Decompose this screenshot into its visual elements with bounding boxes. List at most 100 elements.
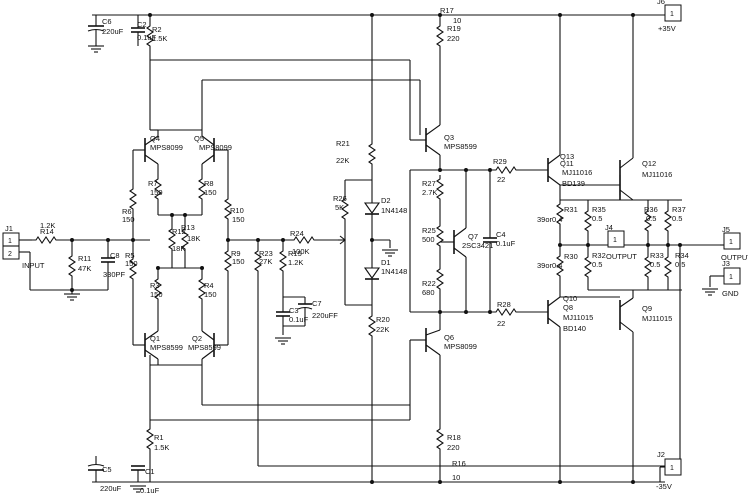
r13-ref: R13 — [181, 223, 195, 232]
q5-ref: Q5 — [194, 134, 204, 143]
j3-ref: J3 — [722, 259, 730, 268]
transistor-q3: Q3 MPS8599 — [409, 60, 477, 170]
r22-ref: R22 — [422, 279, 436, 288]
connector-j5: 1 J5 OUTPUT — [720, 225, 748, 262]
r30-ref: R30 — [564, 252, 578, 261]
q12-value: MJ11016 — [642, 170, 672, 179]
junctions — [70, 13, 682, 484]
transistor-q12: Q12 MJ11016 — [560, 15, 672, 201]
r14-ref: R14 — [40, 227, 54, 236]
r21-ref: R21 — [336, 139, 350, 148]
r19-ref: R19 — [447, 24, 461, 33]
transistor-q1: Q1 MPS8599 — [132, 325, 183, 365]
r31-value: 39or0.4 — [537, 215, 562, 224]
r26-ref: R26 — [333, 194, 347, 203]
r14-value: 1.2K — [40, 221, 55, 230]
j5-ref: J5 — [722, 225, 730, 234]
c5-value: 220uF — [100, 484, 122, 493]
r20-value: 22K — [376, 325, 389, 334]
r4-ref: R4 — [204, 281, 214, 290]
q10-value: BD140 — [563, 324, 586, 333]
r33-ref: R33 — [650, 251, 664, 260]
capacitor-c5: C5 220uF — [87, 456, 122, 493]
r12-value: 18K — [172, 244, 185, 253]
r1-value: 1.5K — [154, 443, 169, 452]
transistor-q10: Q10 Q8 MJ11015 BD140 — [547, 282, 593, 482]
r9-ref: R9 — [231, 249, 241, 258]
r5-ref: R5 — [125, 251, 135, 260]
r28-value: 22 — [497, 319, 505, 328]
diode-d2: D2 1N4148 — [363, 180, 407, 240]
r24-ref: R24 — [290, 229, 304, 238]
j3-pin: 1 — [729, 274, 733, 281]
transistor-q13: Q13 Q11 MJ11016 BD139 — [547, 15, 592, 200]
d2-ref: D2 — [381, 196, 391, 205]
resistor-r7: R7 150 — [148, 174, 163, 215]
r5-value: 150 — [125, 259, 138, 268]
c1-value: 0.1uF — [140, 486, 160, 495]
resistor-r28: R28 22 — [491, 300, 548, 328]
r17-ref: R17 — [440, 6, 454, 15]
resistor-r33: R33 0.5 — [644, 245, 664, 290]
r36-value: 0.5 — [646, 214, 656, 223]
r27-value: 2.7K — [422, 188, 437, 197]
q6-ref: Q6 — [444, 333, 454, 342]
resistor-r5: R5 150 — [125, 240, 138, 325]
q2-value: MPS8599 — [188, 343, 221, 352]
resistor-r16: R16 10 — [452, 459, 466, 482]
r23-value: 27K — [259, 257, 272, 266]
resistor-r21: R21 22K — [336, 15, 376, 180]
d2-value: 1N4148 — [381, 206, 407, 215]
diode-d1: D1 1N4148 — [363, 240, 407, 305]
c8-value: 330PF — [103, 270, 126, 279]
c2-value: 0.1uF — [137, 33, 157, 42]
capacitor-c7: C7 220uFF — [283, 296, 338, 326]
resistor-r25: R25 500 — [422, 221, 454, 265]
j6-label: +35V — [658, 24, 676, 33]
r37-value: 0.5 — [672, 214, 682, 223]
r3-value: 150 — [150, 290, 163, 299]
r18-ref: R18 — [447, 433, 461, 442]
resistor-r19: R19 220 — [436, 21, 461, 125]
j4-pin: 1 — [613, 237, 617, 244]
q3-ref: Q3 — [444, 133, 454, 142]
connector-j2: 1 J2 -35V — [656, 450, 682, 491]
resistor-r36: R36 0.5 — [644, 200, 658, 245]
resistor-r29: R29 22 — [491, 157, 548, 184]
r26-value: 5K — [335, 203, 344, 212]
q6-value: MPS8099 — [444, 342, 477, 351]
d1-ref: D1 — [381, 258, 391, 267]
q1-value: MPS8599 — [150, 343, 183, 352]
resistor-r10: R10 150 — [224, 150, 245, 240]
r28-ref: R28 — [497, 300, 511, 309]
q8-value: MJ11015 — [563, 313, 593, 322]
r3-ref: R3 — [150, 281, 160, 290]
r29-ref: R29 — [493, 157, 507, 166]
resistor-r13: R13 18K — [181, 215, 200, 268]
c4-ref: C4 — [496, 230, 506, 239]
q10-ref: Q10 — [563, 294, 577, 303]
transistor-q4: Q4 MPS8099 — [133, 130, 183, 175]
resistor-r27: R27 2.7K — [422, 174, 444, 222]
capacitor-c8: C8 330PF — [101, 240, 126, 290]
r20-ref: R20 — [376, 315, 390, 324]
c8-ref: C8 — [110, 251, 120, 260]
c3-ref: C3 — [289, 306, 299, 315]
r16-value: 10 — [452, 473, 460, 482]
r2-ref: R2 — [152, 25, 162, 34]
transistor-q7: Q7 2SC3421 — [453, 170, 493, 312]
resistor-r8: R8 150 — [198, 174, 217, 215]
r33-value: 0.5 — [650, 260, 660, 269]
resistor-r26: R26 5K — [333, 179, 372, 306]
r17-value: 10 — [453, 16, 461, 25]
q3-value: MPS8599 — [444, 142, 477, 151]
r7-value: 150 — [150, 188, 163, 197]
r32-ref: R32 — [592, 251, 606, 260]
resistor-r35: R35 0.5 — [584, 200, 606, 245]
q11-ref: Q11 — [560, 159, 574, 168]
r15-value: 1.2K — [288, 258, 303, 267]
connector-j6: 1 J6 +35V — [657, 0, 682, 33]
j5-label: OUTPUT — [721, 253, 748, 262]
r10-ref: R10 — [230, 206, 244, 215]
